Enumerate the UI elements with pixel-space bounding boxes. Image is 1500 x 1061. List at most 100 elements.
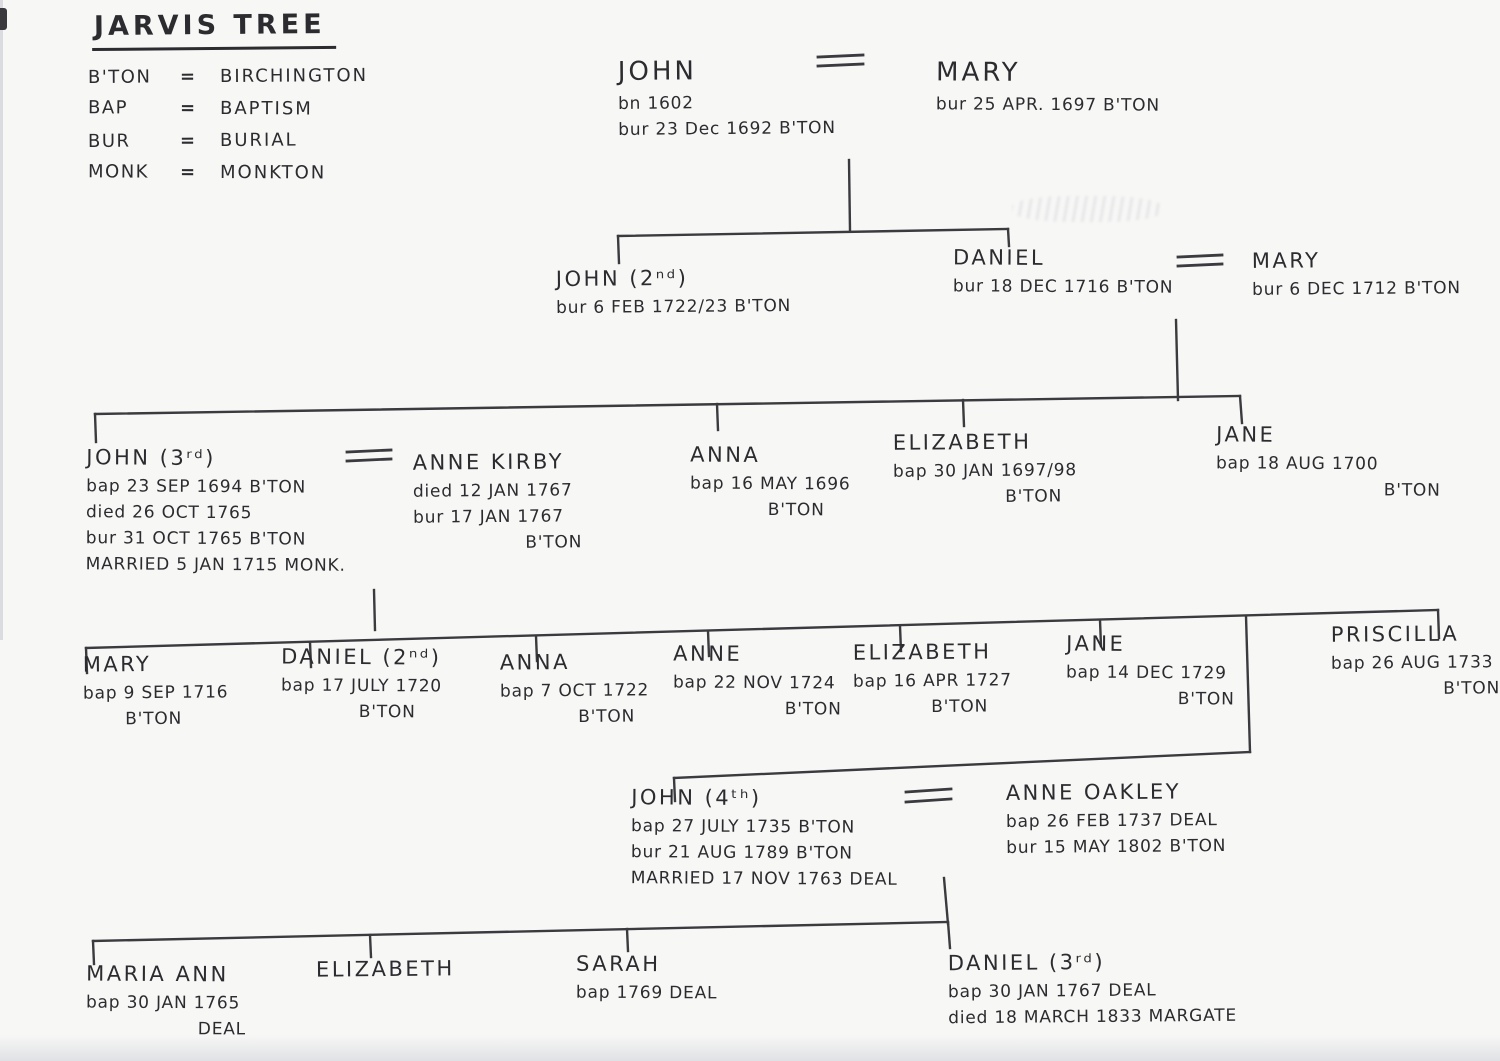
person-detail: bap 30 JAN 1767 DEAL [947,980,1157,1003]
person-name: ELIZABETH [315,956,455,982]
legend-abbr: BUR [87,130,131,152]
legend-meaning: MONKTON [219,161,327,184]
person-daniel-2: DANIEL (2ⁿᵈ) bap 17 JULY 1720 B'TON [281,645,442,726]
person-detail: died 12 JAN 1767 [412,480,573,502]
person-detail: bur 17 JAN 1767 [413,506,564,528]
scan-edge-artifact [0,0,3,640]
person-detail: died 26 OCT 1765 [85,502,253,524]
person-name: JANE [1066,631,1126,656]
person-name: DANIEL [953,245,1046,270]
person-detail: bn 1602 [617,93,694,114]
person-detail: bap 22 NOV 1724 [672,672,836,694]
marriage-sign-daniel1-mary2 [1176,253,1224,268]
person-detail: B'TON [1005,486,1063,507]
person-detail: bap 30 JAN 1697/98 [892,460,1078,482]
connector-drop-elizabeth3 [368,933,373,959]
person-jane-1: JANE bap 18 AUG 1700 B'TON [1216,422,1441,503]
person-elizabeth-2: ELIZABETH bap 16 APR 1727 B'TON [853,639,1013,720]
person-name: DANIEL (3ʳᵈ) [947,949,1106,976]
person-sarah: SARAH bap 1769 DEAL [576,952,718,1007]
erased-pencil-smudge [1012,196,1162,222]
marriage-sign-john3-anne-kirby [345,448,393,463]
person-detail: B'TON [767,499,825,521]
person-name: ELIZABETH [892,429,1032,455]
connector-gen1-bar [616,227,1010,238]
person-detail: bur 31 OCT 1765 B'TON [85,528,307,550]
person-detail: bap 23 SEP 1694 B'TON [86,476,307,498]
person-john-4: JOHN (4ᵗʰ) bap 27 JULY 1735 B'TON bur 21… [631,785,898,893]
connector-gen2-bar [93,394,1242,416]
person-detail: DEAL [197,1019,247,1040]
connector-drop-john2 [616,234,621,265]
person-daniel-3: DANIEL (3ʳᵈ) bap 30 JAN 1767 DEAL died 1… [948,949,1237,1032]
person-maria-ann: MARIA ANN bap 30 JAN 1765 DEAL [86,962,247,1043]
person-detail: bur 15 MAY 1802 B'TON [1006,836,1227,858]
person-name: MARIA ANN [86,961,229,987]
person-name: MARY [82,652,152,677]
person-name: PRISCILLA [1330,621,1460,647]
person-detail: B'TON [1177,689,1235,710]
person-detail: B'TON [358,701,416,723]
person-detail: bap 26 AUG 1733 [1330,652,1494,674]
person-detail: B'TON [931,696,989,718]
person-detail: bur 25 APR. 1697 B'TON [935,94,1160,116]
person-john-1: JOHN bn 1602 bur 23 Dec 1692 B'TON [618,55,836,143]
legend-entry: BAP = BAPTISM [88,97,368,130]
connector-drop-john3 [93,412,98,444]
person-detail: bap 27 JULY 1735 B'TON [631,816,856,838]
person-detail: bap 18 AUG 1700 [1215,453,1379,475]
connector-john4-long-stem [1244,614,1252,754]
connector-gen1-stem [847,158,852,232]
person-detail: bur 18 DEC 1716 B'TON [952,276,1174,298]
person-name: ANNA [499,650,571,675]
person-name: ANNE KIRBY [412,449,565,475]
connector-drop-daniel3 [946,920,952,950]
connector-drop-elizabeth1 [961,398,966,428]
person-anna-2: ANNA bap 7 OCT 1722 B'TON [500,649,650,730]
legend-equals: = [179,97,197,119]
scan-bottom-shadow [0,1035,1500,1061]
person-name: ANNA [690,442,761,467]
person-name: JANE [1216,422,1276,447]
person-name: ANNE [673,641,743,666]
person-name: ELIZABETH [852,639,992,665]
connector-drop-jane1 [1238,394,1244,425]
person-name: JOHN [617,56,698,87]
legend-equals: = [179,66,197,88]
person-detail: bap 30 JAN 1765 [85,992,241,1014]
person-detail: B'TON [578,706,636,727]
person-detail: bap 16 MAY 1696 [689,473,851,495]
legend-abbr: BAP [87,97,129,119]
person-detail: bap 14 DEC 1729 [1065,662,1227,684]
legend-equals: = [179,130,197,152]
person-daniel-1: DANIEL bur 18 DEC 1716 B'TON [953,245,1174,300]
legend-meaning: BURIAL [219,129,298,152]
connector-gen4-bar [91,920,950,943]
person-detail: bap 17 JULY 1720 [280,675,443,697]
connector-drop-sarah [625,927,630,953]
person-detail: MARRIED 17 NOV 1763 DEAL [630,868,898,890]
person-detail: bur 21 AUG 1789 B'TON [630,842,853,864]
connector-drop-maria-ann [91,939,96,966]
person-anne-2: ANNE bap 22 NOV 1724 B'TON [673,641,842,722]
person-mary-2: MARY bur 6 DEC 1712 B'TON [1252,247,1461,303]
person-name: SARAH [576,951,661,977]
person-detail: MARRIED 5 JAN 1715 MONK. [85,554,346,576]
person-john-3: JOHN (3ʳᵈ) bap 23 SEP 1694 B'TON died 26… [86,445,347,579]
person-detail: bap 16 APR 1727 [852,670,1012,692]
legend-entry: BUR = BURIAL [88,129,368,163]
person-name: MARY [1251,248,1321,273]
person-elizabeth-1: ELIZABETH bap 30 JAN 1697/98 B'TON [893,429,1078,511]
connector-gen2-stem [1174,318,1180,402]
person-name: DANIEL (2ⁿᵈ) [281,644,442,670]
person-detail: bur 6 FEB 1722/23 B'TON [556,295,792,319]
legend-abbr: MONK [87,161,150,183]
connector-drop-anna1 [715,402,720,432]
page-title: JARVIS TREE [91,8,336,52]
legend-meaning: BIRCHINGTON [219,65,369,88]
person-detail: bur 6 DEC 1712 B'TON [1252,278,1461,300]
person-priscilla: PRISCILLA bap 26 AUG 1733 B'TON [1331,621,1500,702]
connector-john4-bar [672,750,1252,780]
person-jane-2: JANE bap 14 DEC 1729 B'TON [1066,631,1235,712]
legend-abbr: B'TON [87,66,152,88]
